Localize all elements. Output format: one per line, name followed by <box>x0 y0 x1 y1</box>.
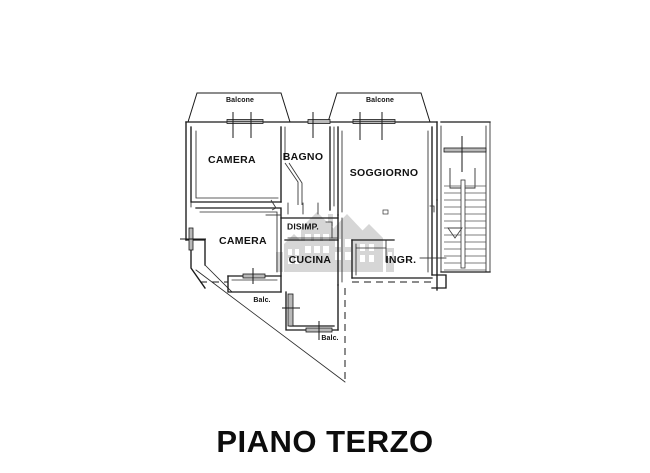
window-soggiorno <box>352 112 396 140</box>
balcony-label-4: Balc. <box>321 335 338 342</box>
stair-direction-arrow <box>447 227 463 239</box>
window-bagno <box>307 112 331 138</box>
room-label-bagno: BAGNO <box>283 151 324 163</box>
balcony-lower-structures <box>227 268 339 340</box>
balcony-top-right-outline <box>327 92 431 123</box>
balcony-label-2: Balcone <box>366 97 394 104</box>
watermark-pillar-1 <box>386 248 394 272</box>
room-label-disimp: DISIMP. <box>287 221 319 231</box>
room-label-cucina: CUCINA <box>289 254 332 266</box>
watermark-house-1 <box>301 212 333 272</box>
balcony-label-1: Balcone <box>226 97 254 104</box>
window-camera-1 <box>226 112 264 138</box>
staircase[interactable] <box>440 121 491 273</box>
soggiorno-fixture <box>382 209 389 215</box>
page-title: PIANO TERZO <box>216 424 433 459</box>
balcony-label-3: Balc. <box>253 297 270 304</box>
room-label-soggiorno: SOGGIORNO <box>350 167 419 179</box>
soggiorno-door-tick <box>429 205 435 213</box>
property-boundary-dashed <box>200 281 432 380</box>
room-label-camera-1: CAMERA <box>208 154 256 166</box>
balcony-top-left-outline <box>187 92 291 123</box>
interior-walls <box>190 126 447 289</box>
door-swings <box>180 162 447 263</box>
watermark-house-4 <box>284 234 304 272</box>
room-label-camera-2: CAMERA <box>219 235 267 247</box>
watermark-pillar-2 <box>276 252 283 272</box>
room-label-ingresso: INGR. <box>386 254 417 266</box>
